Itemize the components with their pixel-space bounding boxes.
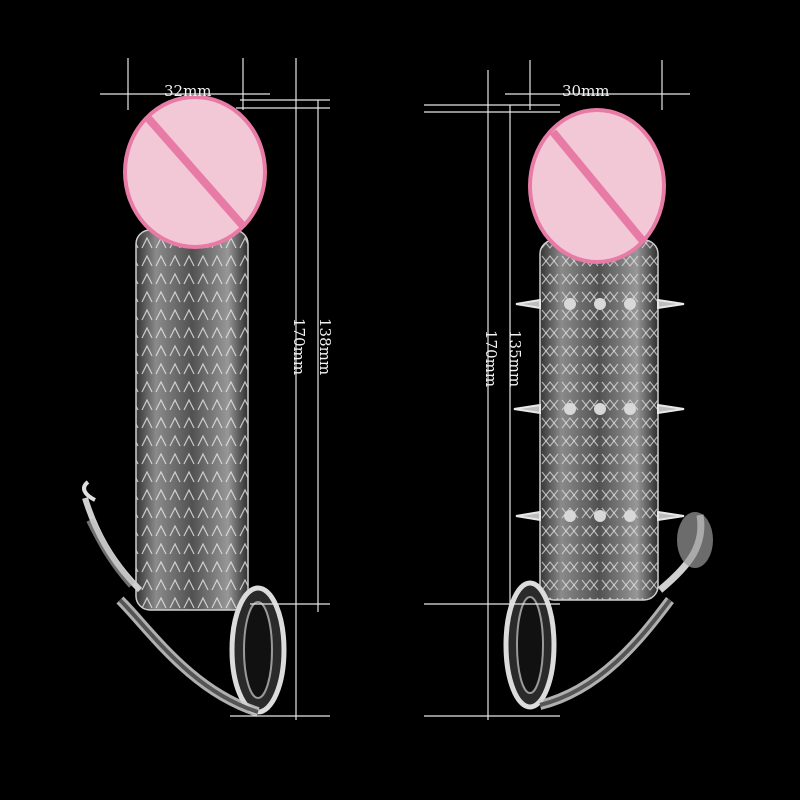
- left-dimension-lines: [100, 58, 330, 720]
- left-total-length-label: 170mm: [290, 318, 308, 376]
- right-width-label: 30mm: [562, 82, 610, 100]
- left-sleeve: [82, 229, 287, 717]
- left-censor-circle: [123, 95, 267, 249]
- right-censor-circle: [528, 108, 666, 264]
- right-dimension-lines: [424, 60, 690, 720]
- right-total-length-label: 170mm: [482, 330, 500, 388]
- right-inner-length-label: 135mm: [506, 330, 524, 388]
- left-inner-length-label: 138mm: [316, 318, 334, 376]
- right-sleeve: [503, 239, 713, 710]
- left-width-label: 32mm: [164, 82, 212, 100]
